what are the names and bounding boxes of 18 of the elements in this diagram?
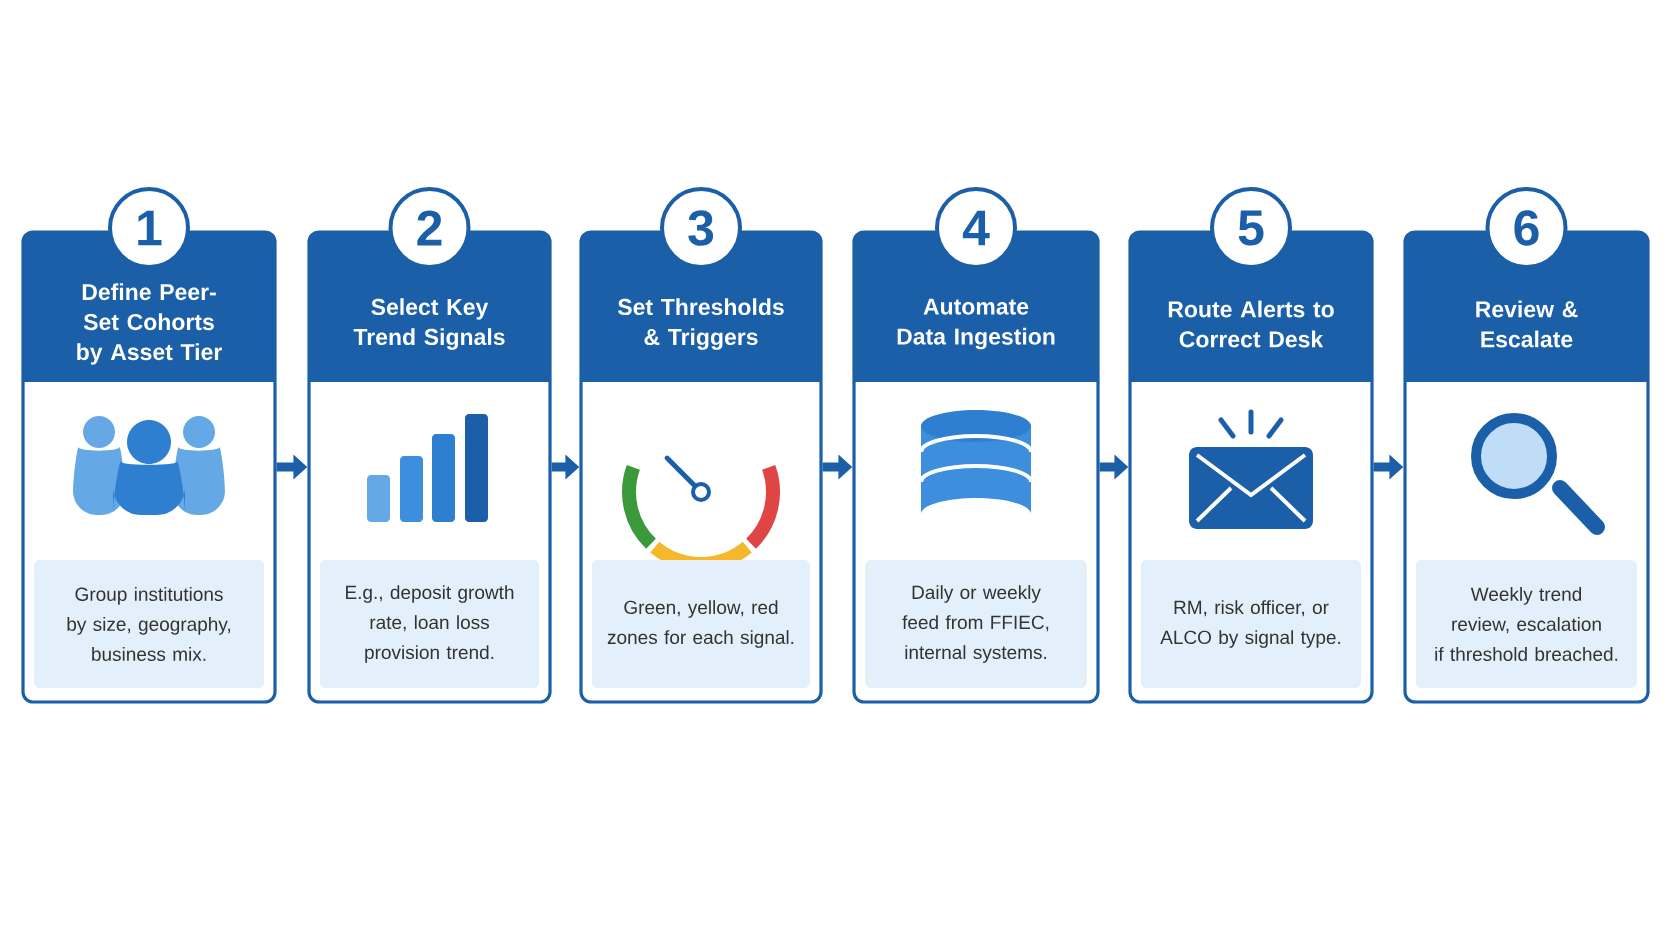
- number-badge: 5: [1210, 187, 1292, 269]
- description-box: Green, yellow, red zones for each signal.: [592, 560, 810, 688]
- number-badge: 6: [1485, 187, 1568, 269]
- number-badge: 3: [660, 187, 742, 269]
- card-heading: Define Peer-Set Cohorts by Asset Tier: [77, 283, 222, 365]
- number-badge: 4: [935, 187, 1017, 269]
- number-badge: 1: [108, 187, 190, 269]
- number-badge: 2: [388, 187, 471, 269]
- description-box: E.g., deposit growth rate, loan loss provision trend.: [320, 560, 539, 688]
- card-heading: Set Thresholds & Triggers: [617, 298, 784, 350]
- description-box: Group institutions by size, geography, business mix.: [34, 560, 264, 688]
- card-heading: Review & Escalate: [1476, 300, 1578, 348]
- description-box: Weekly trend review, escalation if threshold breached.: [1416, 560, 1637, 688]
- card-heading: Automate Data Ingestion: [897, 298, 1055, 350]
- description-box: Daily or weekly feed from FFIEC, internal systems.: [865, 560, 1087, 688]
- card-heading: Route Alerts to Correct Desk: [1168, 300, 1334, 348]
- description-box: RM, risk officer, or ALCO by signal type.: [1141, 560, 1361, 688]
- card-heading: Select Key Trend Signals: [353, 298, 505, 350]
